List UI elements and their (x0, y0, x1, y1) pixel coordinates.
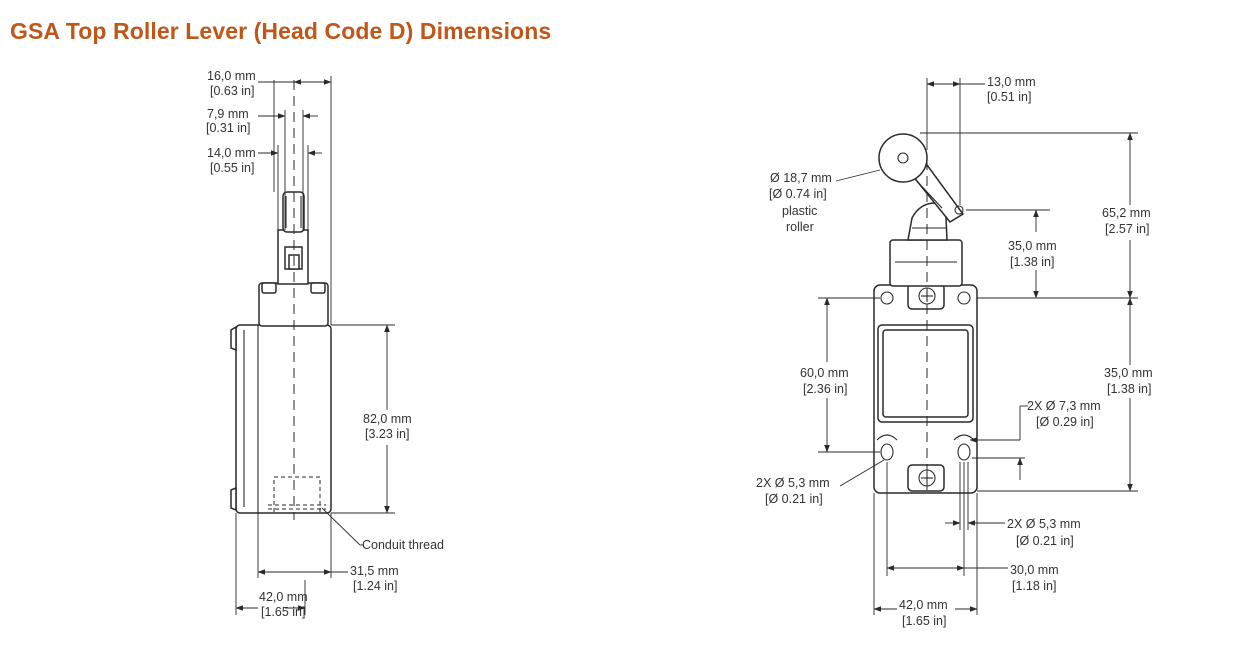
front-left-dim (818, 297, 880, 453)
dim-30-mm: 30,0 mm (1010, 563, 1059, 577)
conduit-leader (321, 507, 361, 546)
dim-13-mm: 13,0 mm (987, 75, 1036, 89)
dim-16-mm: 16,0 mm (207, 69, 256, 83)
hole-5-3-left-leader (839, 459, 885, 487)
dim-31-5-in: [1.24 in] (353, 579, 397, 593)
front-top-dim (926, 78, 985, 205)
hole-5-3-right-mm: 2X Ø 5,3 mm (1007, 517, 1081, 531)
side-bottom-dims (235, 513, 348, 615)
hole-5-3-left-mm: 2X Ø 5,3 mm (756, 476, 830, 490)
dim-60-in: [2.36 in] (803, 382, 847, 396)
dim-35-head-in: [1.38 in] (1010, 255, 1054, 269)
dim-42-side-in: [1.65 in] (261, 605, 305, 619)
dim-7-9-mm: 7,9 mm (207, 107, 249, 121)
front-bottom-dims (873, 462, 1008, 615)
dim-35-head-mm: 35,0 mm (1008, 239, 1057, 253)
dim-60-mm: 60,0 mm (800, 366, 849, 380)
side-housing (230, 80, 332, 520)
side-top-dims (258, 76, 332, 325)
dim-14-mm: 14,0 mm (207, 146, 256, 160)
hole-7-3-mm: 2X Ø 7,3 mm (1027, 399, 1101, 413)
dim-35-body-mm: 35,0 mm (1104, 366, 1153, 380)
dim-82-mm: 82,0 mm (363, 412, 412, 426)
dim-35-body-in: [1.38 in] (1107, 382, 1151, 396)
dim-7-9-in: [0.31 in] (206, 121, 250, 135)
dim-42-front-mm: 42,0 mm (899, 598, 948, 612)
dim-13-in: [0.51 in] (987, 90, 1031, 104)
dim-65-2-in: [2.57 in] (1105, 222, 1149, 236)
dim-82-in: [3.23 in] (365, 427, 409, 441)
dim-42-front-in: [1.65 in] (902, 614, 946, 628)
page-title: GSA Top Roller Lever (Head Code D) Dimen… (10, 18, 552, 44)
roller-material: plastic (782, 204, 817, 218)
front-view: 13,0 mm [0.51 in] Ø 18,7 mm [Ø 0.74 in] … (756, 75, 1153, 628)
side-height-dim (331, 324, 395, 514)
roller-dia-mm: Ø 18,7 mm (770, 171, 832, 185)
dim-14-in: [0.55 in] (210, 161, 254, 175)
roller-type: roller (786, 220, 814, 234)
front-housing (873, 133, 978, 494)
dim-30-in: [1.18 in] (1012, 579, 1056, 593)
conduit-thread-label: Conduit thread (362, 538, 444, 552)
dim-16-in: [0.63 in] (210, 84, 254, 98)
hole-7-3-callout (969, 405, 1028, 480)
roller-dia-in: [Ø 0.74 in] (769, 187, 827, 201)
dim-65-2-mm: 65,2 mm (1102, 206, 1151, 220)
hole-5-3-left-in: [Ø 0.21 in] (765, 492, 823, 506)
side-view: 16,0 mm [0.63 in] 7,9 mm [0.31 in] 14,0 … (206, 69, 444, 619)
hole-7-3-in: [Ø 0.29 in] (1036, 415, 1094, 429)
hole-5-3-right-in: [Ø 0.21 in] (1016, 534, 1074, 548)
dim-42-side-mm: 42,0 mm (259, 590, 308, 604)
dim-31-5-mm: 31,5 mm (350, 564, 399, 578)
front-right-dims (920, 132, 1138, 492)
roller-leader (835, 169, 881, 182)
